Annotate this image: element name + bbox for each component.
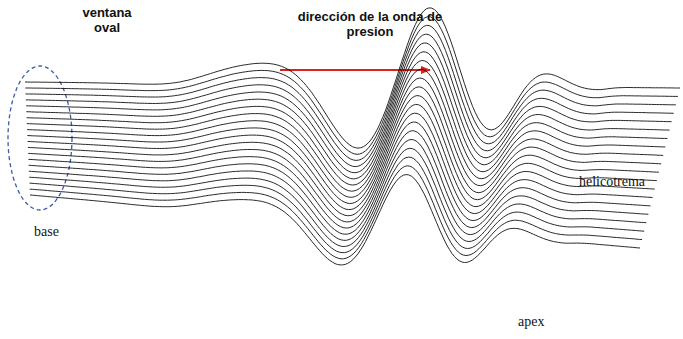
basilar-membrane-mesh bbox=[25, 8, 680, 265]
membrane-line bbox=[25, 8, 680, 148]
membrane-line bbox=[28, 104, 657, 215]
membrane-line bbox=[30, 166, 642, 259]
membrane-line bbox=[27, 61, 668, 186]
membrane-line bbox=[26, 52, 669, 179]
membrane-line bbox=[28, 113, 655, 222]
membrane-line bbox=[30, 175, 640, 265]
part-label: ventana oval bbox=[72, 6, 142, 36]
membrane-line bbox=[27, 87, 661, 204]
membrane-line bbox=[28, 122, 652, 228]
membrane-line bbox=[27, 69, 666, 191]
part-label: dirección de la onda de presion bbox=[290, 10, 450, 40]
part-label: helicotrema bbox=[579, 174, 679, 190]
part-label: apex bbox=[518, 314, 578, 330]
membrane-line bbox=[27, 78, 663, 197]
part-label: base bbox=[34, 224, 94, 240]
membrane-line bbox=[29, 131, 651, 235]
oval-window-outline bbox=[8, 66, 72, 210]
membrane-line bbox=[30, 157, 645, 253]
